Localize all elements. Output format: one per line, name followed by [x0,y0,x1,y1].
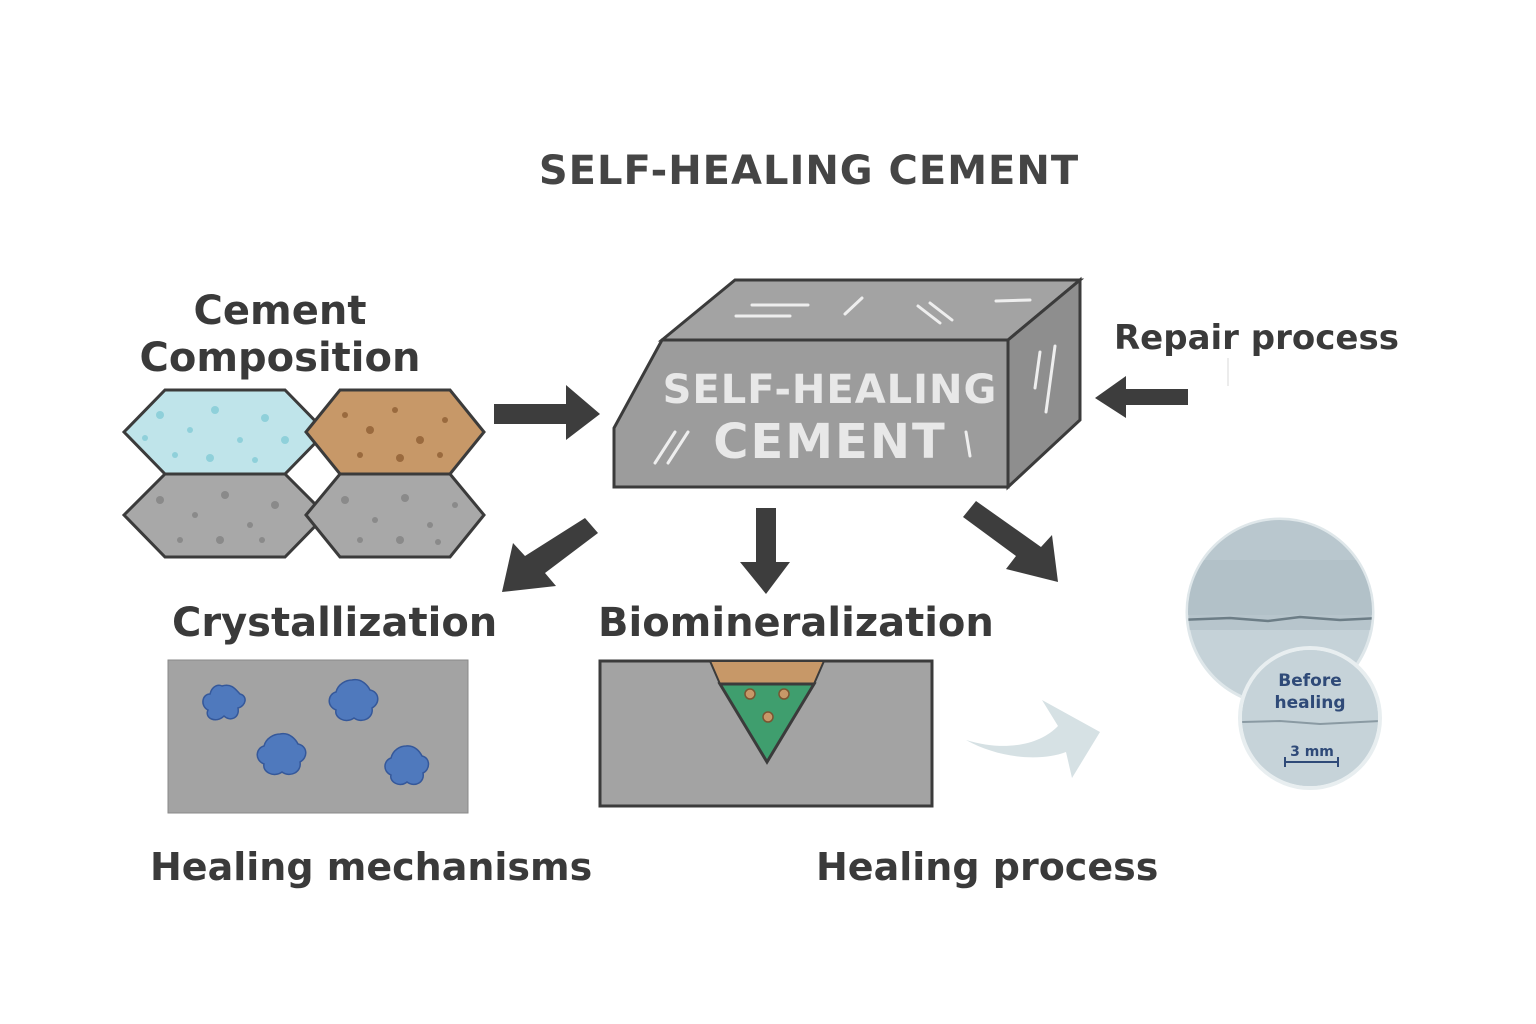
hexagon-gray-right [304,472,486,559]
healing-process-label: Healing process [816,845,1159,889]
arrow-left-icon [1095,376,1188,418]
block-label-line1: SELF-HEALING [663,367,998,413]
bacteria-icon [762,711,774,723]
repair-process-label: Repair process [1114,318,1399,358]
crystal-icon [202,684,246,721]
self-healing-cement-block: SELF-HEALING CEMENT [612,276,1085,491]
crystallization-label: Crystallization [172,600,498,646]
crystal-icon [256,732,307,776]
hexagon-blue [121,388,329,476]
bacteria-icon [744,688,756,700]
crack-bacteria-fill [717,682,817,765]
crystallization-panel [167,659,469,814]
scale-bar-label: 3 mm [1290,744,1334,760]
arrow-right-icon [494,385,600,440]
curved-arrow-icon [966,700,1100,778]
micrograph-caption-line2: healing [1274,693,1345,713]
biomineralization-label: Biomineralization [598,600,994,646]
scale-bar [1284,757,1339,767]
block-label-line2: CEMENT [713,414,946,470]
micrograph-caption-line1: Before [1278,671,1341,691]
block-front-face [612,338,1010,489]
micrograph: Before healing 3 mm [1185,517,1382,790]
arrow-down-icon [740,508,790,594]
hexagon-gray-left [121,472,329,559]
composition-hexagons [121,388,486,559]
crystal-icon [328,678,379,722]
hexagon-tan [304,388,486,476]
arrow-down-right-icon [963,501,1058,582]
cement-composition-label: Cement Composition [139,288,421,381]
arrow-down-left-icon [502,518,598,592]
bacteria-icon [778,688,790,700]
crack-nutrient-layer [708,660,826,685]
crystal-icon [384,745,430,786]
healing-mechanisms-label: Healing mechanisms [150,845,593,889]
diagram-title: SELF-HEALING CEMENT [538,148,1080,194]
biomineralization-panel [598,659,934,808]
